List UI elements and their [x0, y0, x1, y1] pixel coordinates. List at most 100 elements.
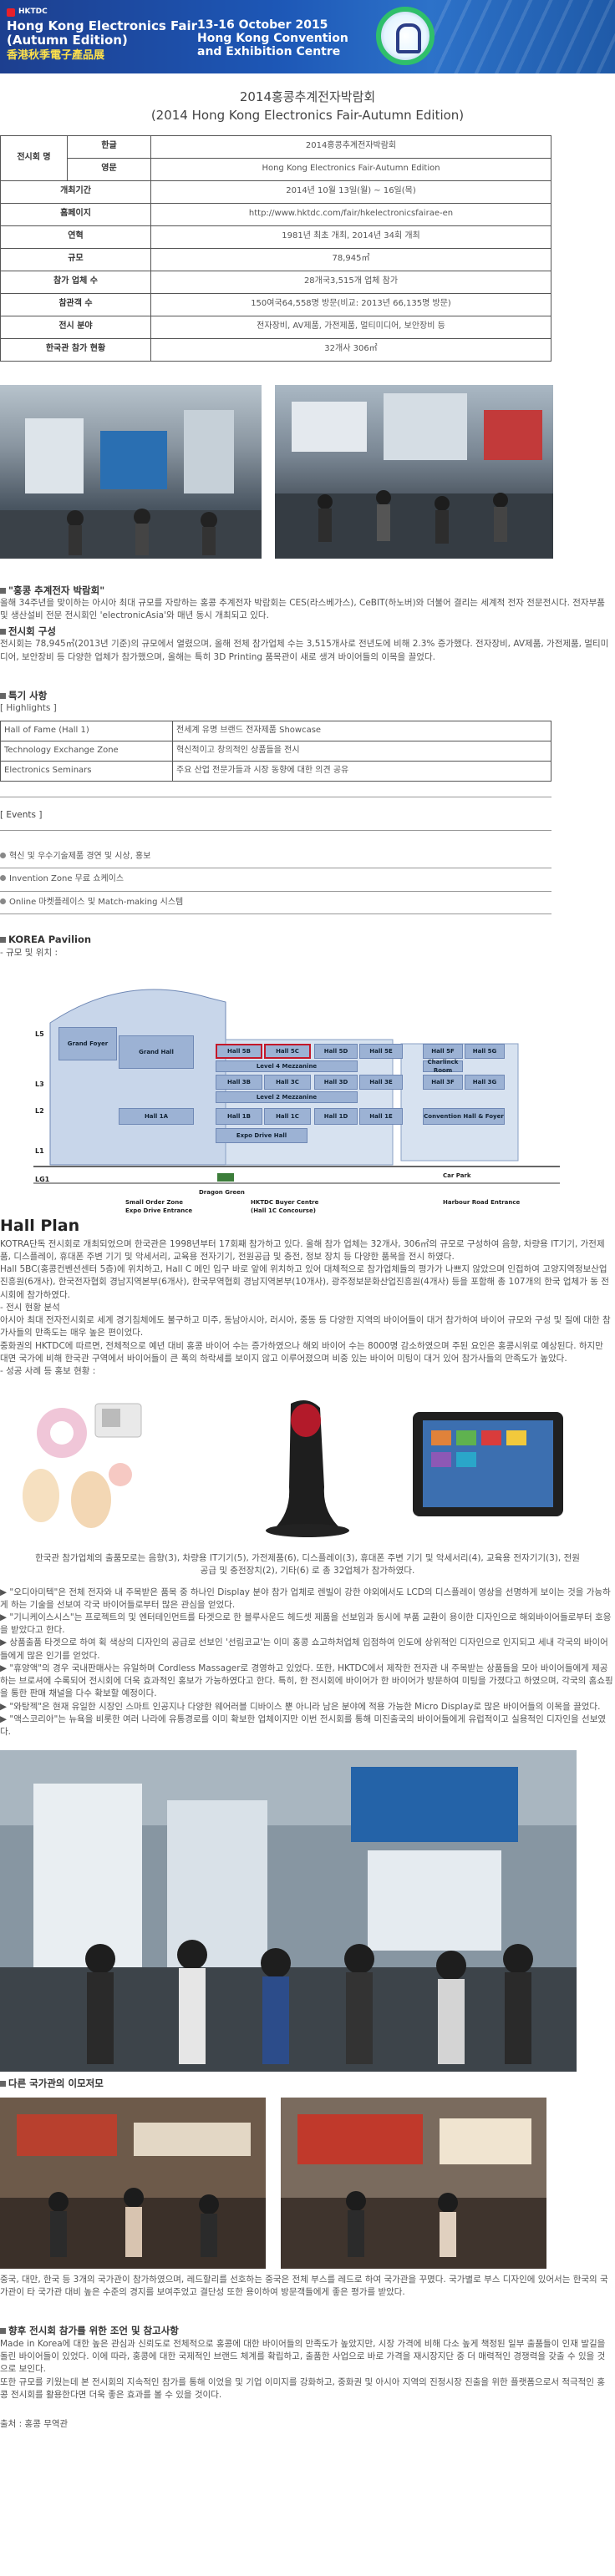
case-item: ▶ "휴양액"의 경우 국내판매사는 유일하며 Cordless Massage…	[0, 1663, 615, 1701]
floor-plan-block: Hall 3D	[314, 1075, 358, 1091]
level-label: L5	[35, 1030, 44, 1039]
korea-pavilion-label: 한국관 참가 현황	[0, 337, 151, 362]
event-item-text: Online 마켓플레이스 및 Match-making 시스템	[9, 897, 184, 907]
exhibition-photo-2-image	[275, 392, 553, 559]
org-name: HKTDC	[18, 8, 48, 16]
history-label: 연혁	[0, 225, 151, 249]
pavilion-subheading: - 규모 및 위치 :	[0, 948, 58, 958]
arrow-bullet-icon: ▶	[0, 1701, 10, 1712]
small-order-zone-label: Small Order Zone Expo Drive Entrance	[125, 1199, 193, 1215]
hall-plan-text-2: Hall 5BC(홍콩컨벤션센터 5층)에 위치하고, Hall C 메인 입구…	[0, 1264, 609, 1300]
highlight-key: Technology Exchange Zone	[0, 740, 173, 762]
event-item: Online 마켓플레이스 및 Match-making 시스템	[0, 892, 551, 915]
page-footer-spacer	[0, 2431, 615, 2447]
square-bullet-icon	[0, 937, 6, 944]
korea-pavilion-value: 32개사 306㎡	[150, 337, 551, 362]
dot-bullet-icon	[0, 898, 6, 904]
exhibition-photo-1	[0, 384, 262, 559]
exhibitors-label: 참가 업체 수	[0, 270, 151, 294]
floor-plan: L5 L3 L2 L1 LG1 Grand Foyer Grand Hall H…	[25, 964, 577, 1215]
banner-date: 13-16 October 2015	[197, 18, 328, 32]
banner-venue-line2: and Exhibition Centre	[197, 45, 341, 59]
hall-plan-text-6: - 성공 사례 등 홍보 현황 :	[0, 1365, 96, 1376]
floor-plan-block: Charlinck Room	[423, 1059, 463, 1074]
highlight-value: 전세계 유명 브랜드 전자제품 Showcase	[172, 720, 551, 741]
case-item-text: "액스코리아"는 뉴욕을 비롯한 여러 나라에 유통경로를 이미 확보한 업체이…	[0, 1713, 607, 1738]
period-value: 2014년 10월 13일(월) ~ 16일(목)	[150, 180, 551, 204]
banner-dates: 13-16 October 2015 Hong Kong Convention …	[197, 18, 348, 58]
highlights-subheading: [ Highlights ]	[0, 703, 57, 714]
hall-plan-text-3: - 전시 현황 분석	[0, 1302, 60, 1313]
other-pavilions-heading-text: 다른 국가관의 이모저모	[8, 2078, 104, 2090]
floor-plan-block: Hall 5D	[314, 1044, 358, 1060]
conclusion-text: Made in Korea에 대한 높은 관심과 신뢰도로 전체적으로 홍콩에 …	[0, 2339, 606, 2375]
overview-text: 올해 34주년을 맞이하는 아시아 최대 규모를 자랑하는 홍콩 추계전자 박람…	[0, 598, 605, 621]
fair-name-chinese: 香港秋季電子產品展	[7, 49, 105, 63]
banner-logo: HKTDC Hong Kong Electronics Fair (Autumn…	[7, 7, 197, 64]
square-bullet-icon	[0, 692, 6, 699]
exhibition-photo-1-image	[0, 409, 262, 559]
case-item: ▶ "액스코리아"는 뉴욕을 비롯한 여러 나라에 유통경로를 이미 확보한 업…	[0, 1713, 615, 1738]
case-item: ▶ "와탕젝"은 현재 유일한 시장인 스마트 인공지나 다양한 웨어러블 디바…	[0, 1701, 615, 1713]
korea-pavilion-photo-image	[0, 1750, 577, 2072]
floor-plan-block: Hall 5E	[359, 1044, 403, 1060]
floor-plan-block: Hall 1D	[314, 1108, 358, 1126]
event-item-text: Invention Zone 무료 쇼케이스	[9, 874, 125, 884]
floor-plan-block: Hall 1E	[359, 1108, 403, 1126]
buyer-centre-label: HKTDC Buyer Centre (Hall 1C Concourse)	[251, 1199, 319, 1215]
homepage-link[interactable]: http://www.hktdc.com/fair/hkelectronicsf…	[150, 202, 551, 226]
car-park-label: Car Park	[443, 1172, 471, 1180]
hall-plan-text-5: 중화권의 HKTDC에 따르면, 전체적으로 예년 대비 홍콩 바이어 수는 증…	[0, 1340, 603, 1364]
floor-plan-block: Hall 3B	[216, 1075, 262, 1091]
square-bullet-icon	[0, 587, 6, 594]
other-pavilions-heading: 다른 국가관의 이모저모	[0, 2077, 615, 2091]
products-caption: 한국관 참가업체의 출품모로는 음향(3), 차량용 IT기기(5), 가전제품…	[35, 1553, 580, 1576]
exhibition-name-label: 전시회 명	[0, 134, 68, 181]
hall-plan-title: Hall Plan	[0, 1217, 80, 1236]
overview-heading: "홍콩 추계전자 박람회"	[0, 584, 615, 598]
other-pavilion-photo-1	[0, 2097, 266, 2269]
floor-plan-block: Level 2 Mezzanine	[216, 1091, 358, 1104]
floor-plan-block: Level 4 Mezzanine	[216, 1060, 358, 1073]
floor-plan-block: Hall 1C	[264, 1108, 311, 1126]
homepage-label: 홈페이지	[0, 202, 151, 226]
arrow-bullet-icon: ▶	[0, 1587, 10, 1597]
fair-banner: HKTDC Hong Kong Electronics Fair (Autumn…	[0, 0, 615, 73]
arrow-bullet-icon: ▶	[0, 1612, 10, 1623]
highlights-table: Hall of Fame (Hall 1)전세계 유명 브랜드 전자제품 Sho…	[0, 720, 551, 782]
sectors-value: 전자장비, AV제품, 가전제품, 멀티미디어, 보안장비 등	[150, 315, 551, 339]
highlight-key: Electronics Seminars	[0, 760, 173, 782]
floor-plan-block: Hall 3C	[264, 1075, 311, 1091]
english-value: Hong Kong Electronics Fair-Autumn Editio…	[150, 157, 551, 181]
events-section: [ Events ] 혁신 및 우수기술제품 경연 및 시상, 홍보 Inven…	[0, 796, 551, 915]
exhibition-photos	[0, 384, 615, 559]
floor-plan-block: Convention Hall & Foyer	[423, 1108, 505, 1126]
highlights-heading-text: 특기 사항	[8, 689, 48, 701]
composition-heading: 전시회 구성	[0, 625, 615, 639]
level-label: L1	[35, 1147, 44, 1156]
arrow-bullet-icon: ▶	[0, 1713, 10, 1724]
event-item-text: 혁신 및 우수기술제품 경연 및 시상, 홍보	[9, 851, 151, 861]
product-photo-accessories	[3, 1386, 170, 1546]
overview-heading-text: "홍콩 추계전자 박람회"	[8, 584, 105, 596]
floor-plan-block-korea: Hall 5C	[264, 1044, 311, 1060]
source-note: 출처 : 홍콩 무역관	[0, 2419, 69, 2430]
exhibitors-value: 28개국3,515개 업체 참가	[150, 270, 551, 294]
exhibition-photo-2	[275, 384, 553, 559]
square-bullet-icon	[0, 2328, 6, 2335]
case-item: ▶ 상품출품 타겟으로 하여 획 색상의 디자인의 공급로 선보인 '선림코교'…	[0, 1637, 615, 1662]
case-item: ▶ "기니케이스시스"는 프로젝트의 및 엔터테인먼트를 타겟으로 한 블루사운…	[0, 1612, 615, 1637]
floor-plan-block: Grand Hall	[119, 1035, 194, 1070]
highlight-key: Hall of Fame (Hall 1)	[0, 720, 173, 741]
composition-text: 전시회는 78,945㎡(2013년 기준)의 규모에서 열렸으며, 올해 전체…	[0, 639, 609, 662]
pavilion-heading: KOREA Pavilion	[0, 933, 615, 947]
scale-label: 규모	[0, 247, 151, 271]
dot-bullet-icon	[0, 852, 6, 858]
level-label: L3	[35, 1081, 44, 1089]
case-item-text: "기니케이스시스"는 프로젝트의 및 엔터테인먼트를 타겟으로 한 블루사운드 …	[0, 1612, 612, 1636]
korean-value: 2014홍콩추계전자박람회	[150, 134, 551, 159]
visitors-value: 150여국64,558명 방문(비교: 2013년 66,135명 방문)	[150, 292, 551, 316]
dragon-green-label: Dragon Green	[199, 1189, 245, 1197]
pavilion-heading-text: KOREA Pavilion	[8, 934, 92, 946]
case-item-text: 상품출품 타겟으로 하여 획 색상의 디자인의 공급로 선보인 '선림코교'는 …	[0, 1637, 608, 1661]
